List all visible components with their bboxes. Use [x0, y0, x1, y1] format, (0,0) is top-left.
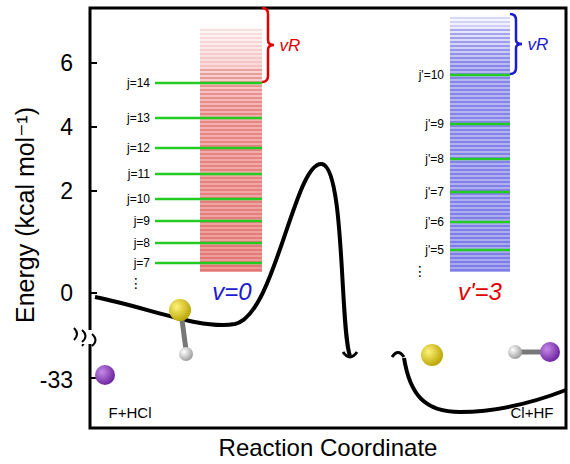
- h-atom: [179, 347, 193, 361]
- tick-label: 6: [60, 52, 73, 75]
- ellipsis: ⋮: [413, 264, 427, 278]
- h-atom: [508, 345, 522, 359]
- j-levels: [155, 75, 510, 263]
- axis-title: Reaction Coordinate: [219, 436, 438, 460]
- level-label: j'=9: [425, 118, 444, 130]
- f-atom: [95, 365, 115, 385]
- axis-break: [82, 330, 96, 346]
- level-label: j'=6: [425, 216, 444, 228]
- level-label: j=10: [127, 193, 150, 205]
- vibrational-label: v'=3: [458, 280, 502, 304]
- ellipsis: ⋮: [129, 276, 143, 290]
- level-label: j'=8: [425, 153, 444, 165]
- f-atom: [540, 342, 560, 362]
- tick-label: 4: [60, 116, 73, 139]
- level-label: j=9: [134, 215, 150, 227]
- level-label: j=14: [127, 77, 150, 89]
- tick-label: -33: [40, 369, 73, 392]
- rotational-levels: [450, 18, 510, 270]
- bracket-label: vR: [528, 36, 549, 53]
- plot-frame: [90, 8, 566, 428]
- potential-curve: [95, 164, 350, 356]
- cl-atom: [169, 299, 191, 321]
- level-label: j=11: [128, 168, 150, 180]
- vibrational-label: v=0: [212, 280, 251, 304]
- level-label: j'=7: [425, 186, 444, 198]
- curve-break: [343, 352, 357, 357]
- level-label: j=7: [134, 257, 150, 269]
- level-label: j'=5: [425, 244, 444, 256]
- bracket-label: vR: [280, 37, 301, 54]
- tick-label: 0: [60, 282, 73, 305]
- level-label: j=8: [134, 237, 150, 249]
- axis-title: Energy (kcal mol⁻¹): [13, 107, 38, 323]
- cl-atom: [421, 344, 443, 366]
- curve-break: [392, 353, 404, 358]
- reactant-label: F+HCl: [109, 405, 152, 420]
- level-label: j'=10: [419, 69, 444, 81]
- tick-label: 2: [60, 180, 73, 203]
- rotational-levels: [200, 30, 262, 270]
- bracket: [510, 14, 522, 74]
- product-label: Cl+HF: [511, 405, 554, 420]
- level-label: j=12: [127, 142, 150, 154]
- level-label: j=13: [127, 112, 150, 124]
- bracket: [262, 8, 274, 82]
- vibrational-band: [450, 14, 510, 272]
